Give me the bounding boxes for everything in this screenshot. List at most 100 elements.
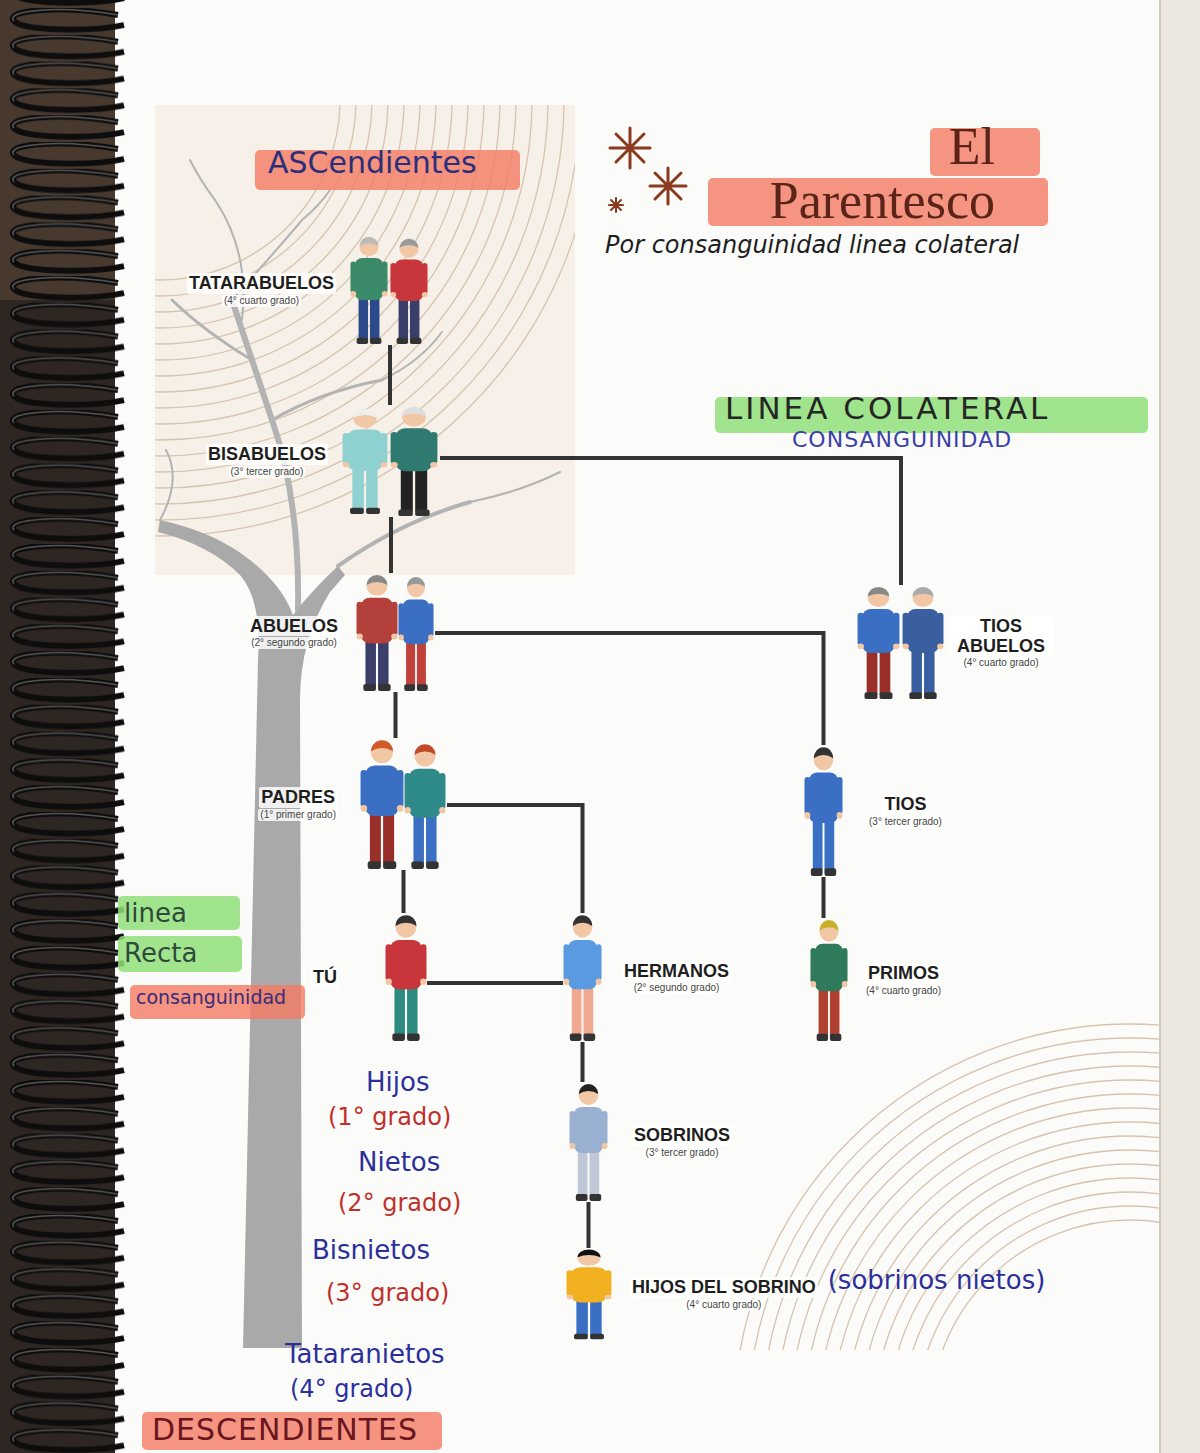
handwritten-note: (1° grado): [328, 1104, 451, 1132]
family-member-node: BISABUELOS (3° tercer grado): [206, 405, 440, 517]
relative-name: TIOS: [882, 794, 928, 814]
relative-name: ABUELOS: [248, 616, 340, 636]
family-tree-illustration: [158, 160, 560, 1348]
degree-note: (1° primer grado): [258, 809, 338, 821]
handwritten-note: Bisnietos: [312, 1236, 430, 1266]
figure-slot: [356, 573, 435, 692]
label-column: TÚ: [311, 967, 339, 987]
handwritten-note: ASCendientes: [268, 146, 477, 181]
relative-name: TIOS ABUELOS: [949, 616, 1053, 656]
figure-slot: [563, 913, 602, 1042]
kinship-line: [402, 870, 406, 913]
spiral-binding: [0, 0, 128, 1453]
person-figure: [810, 920, 847, 1041]
kinship-line: [427, 981, 563, 985]
label-column: PRIMOS (4° cuarto grado): [864, 963, 943, 996]
relative-name: HERMANOS: [622, 961, 731, 981]
label-column: ABUELOS(2° segundo grado): [248, 616, 340, 649]
label-column: BISABUELOS (3° tercer grado): [206, 444, 328, 477]
degree-note: (3° tercer grado): [229, 466, 306, 478]
notebook-page: [115, 0, 1165, 1453]
handwritten-note: DESCENDIENTES: [152, 1413, 418, 1448]
figure-slot: [342, 405, 440, 517]
kinship-line: [389, 517, 393, 573]
figure-slot: [810, 918, 848, 1042]
kinship-line: [822, 877, 826, 918]
person-figure: [386, 915, 427, 1041]
page-edge: [1160, 0, 1200, 1453]
handwritten-note: linea Recta: [124, 893, 234, 973]
family-member-node: HIJOS DEL SOBRINO (4° cuarto grado): [566, 1248, 818, 1340]
relative-name: PRIMOS: [866, 963, 941, 983]
relative-name: TATARABUELOS: [187, 273, 336, 293]
person-figure: [804, 747, 842, 876]
handwritten-note: (3° grado): [326, 1280, 449, 1308]
handwritten-note: (4° grado): [290, 1376, 413, 1404]
label-column: TIOS ABUELOS(4° cuarto grado): [949, 616, 1053, 669]
kinship-line: [394, 692, 398, 738]
degree-note: (4° cuarto grado): [961, 657, 1040, 669]
kinship-line: [388, 345, 392, 405]
decorative-arcs: [155, 105, 575, 575]
family-member-node: ABUELOS(2° segundo grado): [248, 573, 435, 692]
label-column: HERMANOS(2° segundo grado): [622, 961, 731, 994]
degree-note: (3° tercer grado): [644, 1147, 721, 1159]
kinship-line: [581, 1042, 585, 1082]
label-column: SOBRINOS (3° tercer grado): [632, 1125, 732, 1158]
person-figure: [563, 915, 601, 1041]
desk-background: [0, 0, 130, 1453]
label-column: TATARABUELOS (4° cuarto grado): [187, 273, 336, 306]
kinship-line: [435, 633, 824, 745]
family-member-node: TÚ: [311, 913, 427, 1042]
figure-slot: [385, 913, 427, 1042]
page-edge-line: [1159, 0, 1161, 1453]
degree-note: (2° segundo grado): [249, 637, 339, 649]
person-figure: [569, 1084, 607, 1201]
figure-slot: [804, 745, 843, 877]
relative-name: SOBRINOS: [632, 1125, 732, 1145]
kinship-line: [440, 458, 901, 585]
family-member-node: HERMANOS(2° segundo grado): [563, 913, 731, 1042]
figure-slot: [360, 738, 447, 870]
figure-slot: [350, 235, 430, 345]
figure-slot: [857, 585, 945, 700]
handwritten-note: Nietos: [358, 1148, 440, 1178]
family-member-node: PRIMOS (4° cuarto grado): [810, 918, 943, 1042]
handwritten-note: Tataranietos: [285, 1340, 445, 1370]
handwritten-note: Hijos: [366, 1068, 429, 1098]
page-title: El Parentesco: [745, 120, 995, 228]
handwritten-note: LINEA COLATERAL: [725, 391, 1050, 427]
relative-name: BISABUELOS: [206, 444, 328, 464]
family-member-node: PADRES (1° primer grado): [258, 738, 447, 870]
person-figure: [398, 577, 433, 691]
person-figure: [903, 587, 944, 699]
relative-name: HIJOS DEL SOBRINO: [630, 1277, 818, 1297]
handwritten-note: (sobrinos nietos): [828, 1266, 1046, 1296]
person-figure: [343, 409, 388, 514]
highlighter-marks: [118, 128, 1148, 1450]
highlight: [130, 985, 305, 1019]
relative-name: TÚ: [311, 967, 339, 987]
person-figure: [390, 239, 427, 344]
degree-note: (4° cuarto grado): [864, 985, 943, 997]
degree-note: (2° segundo grado): [632, 982, 722, 994]
figure-slot: [566, 1248, 612, 1340]
kinship-line: [447, 805, 583, 913]
label-column: HIJOS DEL SOBRINO (4° cuarto grado): [630, 1277, 818, 1310]
relative-name: PADRES: [259, 787, 337, 807]
star-decorations: [609, 128, 686, 212]
handwritten-note: consanguinidad: [136, 987, 286, 1009]
family-member-node: TIOS ABUELOS(4° cuarto grado): [857, 585, 1053, 700]
handwritten-note: CONSANGUINIDAD: [792, 427, 1012, 452]
family-member-node: SOBRINOS (3° tercer grado): [569, 1082, 732, 1202]
family-member-node: TATARABUELOS (4° cuarto grado): [187, 235, 430, 345]
degree-note: (4° cuarto grado): [684, 1299, 763, 1311]
degree-note: (3° tercer grado): [867, 816, 944, 828]
person-figure: [357, 575, 398, 691]
degree-note: (4° cuarto grado): [222, 295, 301, 307]
label-column: TIOS (3° tercer grado): [867, 794, 944, 827]
person-figure: [405, 744, 446, 869]
